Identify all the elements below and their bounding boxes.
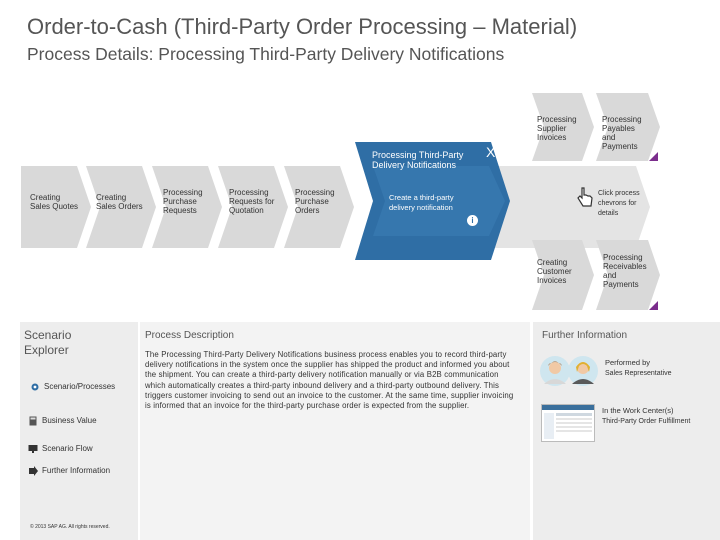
chevron-creating-sales-orders[interactable]: Creating Sales Orders — [86, 166, 156, 248]
close-icon[interactable]: X — [486, 144, 496, 160]
chevron-label: Processing Purchase Orders — [295, 188, 335, 215]
further-information-heading: Further Information — [542, 330, 628, 341]
click-hint: Click process chevrons for details — [598, 190, 640, 217]
chevron-creating-sales-quotes[interactable]: Creating Sales Quotes — [21, 166, 91, 248]
page-subtitle: Process Details: Processing Third-Party … — [27, 44, 505, 64]
chevron-label: Creating Sales Orders — [96, 193, 143, 211]
nav-label: Business Value — [42, 416, 97, 426]
performed-by-label: Performed by — [605, 358, 651, 367]
active-step-item[interactable]: Create a third-party delivery notificati… — [389, 193, 454, 212]
nav-label: Scenario/Processes — [44, 382, 116, 392]
monitor-icon — [28, 445, 38, 453]
process-description-heading: Process Description — [145, 330, 234, 341]
avatar — [540, 356, 598, 386]
nav-further-information[interactable]: Further Information — [28, 466, 110, 476]
chevron-label: Processing Requests for Quotation — [229, 188, 275, 215]
corner-marker — [649, 152, 658, 161]
further-information-panel: Further Information Performed by Sales R… — [533, 322, 720, 540]
chevron-processing-payables-and-payments[interactable]: Processing Payables and Payments — [596, 93, 660, 161]
nav-label: Further Information — [42, 466, 111, 476]
chevron-processing-purchase-orders[interactable]: Processing Purchase Orders — [284, 166, 354, 248]
chevron-label: Creating Customer Invoices — [537, 258, 572, 285]
gear-icon — [31, 383, 39, 391]
chevron-label: Creating Sales Quotes — [30, 193, 79, 211]
scenario-explorer-panel: Scenario Explorer Scenario/Processes Bus… — [20, 322, 138, 540]
chevron-processing-supplier-invoices[interactable]: Processing Supplier Invoices — [532, 93, 594, 161]
corner-marker — [649, 301, 658, 310]
process-description-text: The Processing Third-Party Delivery Noti… — [145, 350, 514, 411]
chevron-label: Processing Payables and Payments — [602, 115, 642, 151]
arrow-icon — [29, 466, 38, 476]
nav-business-value[interactable]: Business Value — [28, 416, 97, 426]
calculator-icon — [29, 416, 37, 426]
nav-scenario-flow[interactable]: Scenario Flow — [28, 444, 93, 454]
work-center-label: In the Work Center(s) — [602, 406, 674, 415]
chevron-processing-requests-for-quotation[interactable]: Processing Requests for Quotation — [218, 166, 288, 248]
nav-label: Scenario Flow — [42, 444, 93, 454]
work-center-screenshot — [541, 404, 595, 442]
copyright: © 2013 SAP AG. All rights reserved. — [30, 524, 110, 530]
work-center-value[interactable]: Third-Party Order Fulfillment — [602, 418, 691, 425]
chevron-label: Processing Purchase Requests — [163, 188, 203, 215]
info-icon[interactable]: i — [467, 215, 478, 226]
scenario-explorer-title: Scenario Explorer — [24, 328, 72, 357]
pointer-hand-icon — [577, 187, 593, 207]
chevron-processing-purchase-requests[interactable]: Processing Purchase Requests — [152, 166, 222, 248]
chevron-label: Processing Supplier Invoices — [537, 115, 577, 142]
chevron-label: Processing Receivables and Payments — [603, 253, 647, 289]
chevron-creating-customer-invoices[interactable]: Creating Customer Invoices — [532, 240, 594, 310]
nav-scenario-processes[interactable]: Scenario/Processes — [30, 382, 136, 392]
page-title: Order-to-Cash (Third-Party Order Process… — [27, 14, 578, 39]
chevron-processing-receivables-and-payments[interactable]: Processing Receivables and Payments — [596, 240, 660, 310]
process-description-panel: Process Description The Processing Third… — [140, 322, 530, 540]
performed-by-value: Sales Representative — [605, 370, 672, 377]
active-step-title: Processing Third-Party Delivery Notifica… — [372, 150, 464, 170]
